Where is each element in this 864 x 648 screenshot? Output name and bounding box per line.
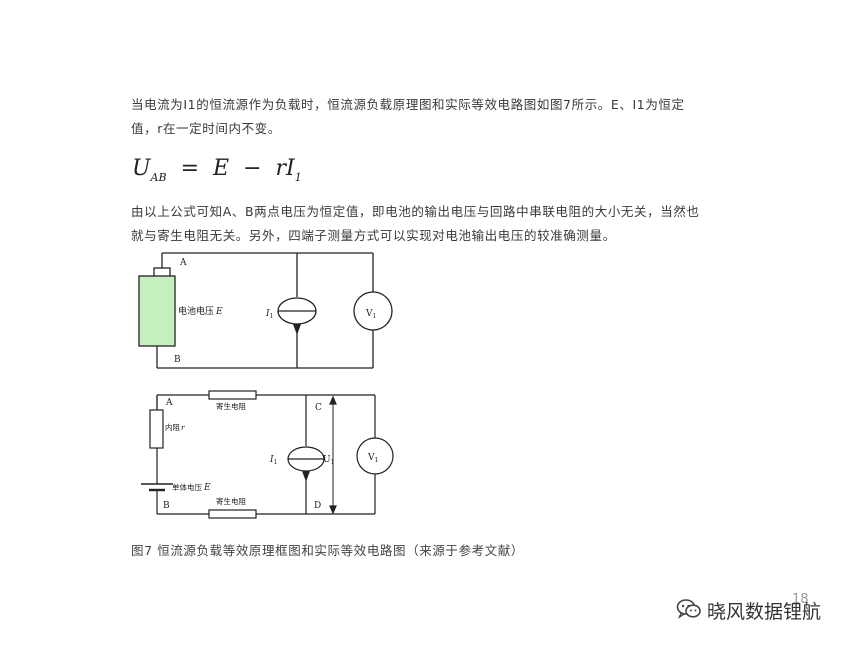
formula-uab: UAB = E − rI1: [132, 156, 302, 184]
battery-body: [138, 275, 176, 347]
intro-line-2: 值，r在一定时间内不变。: [131, 121, 281, 136]
internal-resistor-label: 内阻r: [165, 422, 185, 432]
conclusion-paragraph: 由以上公式可知A、B两点电压为恒定值，即电池的输出电压与回路中串联电阻的大小无关…: [131, 200, 741, 248]
parasitic-label-top: 寄生电阻: [216, 401, 246, 411]
formula-u-sub: AB: [150, 171, 167, 184]
bottom-label-b: B: [163, 501, 170, 511]
figure-caption: 图7 恒流源负载等效原理框图和实际等效电路图（来源于参考文献）: [131, 543, 525, 558]
formula-i-sub: 1: [294, 171, 302, 184]
page-number: 18: [792, 592, 809, 607]
intro-line-1: 当电流为I1的恒流源作为负载时，恒流源负载原理图和实际等效电路图如图7所示。E、…: [131, 97, 685, 112]
bottom-label-d: D: [314, 501, 321, 511]
formula-eq: =: [180, 156, 200, 181]
top-label-a: A: [179, 258, 187, 268]
bottom-voltmeter: [356, 437, 394, 475]
bottom-voltage-label: U1: [323, 455, 334, 466]
diagram-bottom: [141, 390, 394, 519]
parasitic-label-bottom: 寄生电阻: [216, 496, 246, 506]
top-label-b: B: [174, 355, 181, 365]
top-source-label: I1: [265, 309, 273, 320]
intro-paragraph: 当电流为I1的恒流源作为负载时，恒流源负载原理图和实际等效电路图如图7所示。E、…: [131, 93, 741, 141]
conclusion-line-2: 就与寄生电阻无关。另外，四端子测量方式可以实现对电池输出电压的较准确测量。: [131, 228, 616, 243]
voltmeter: [353, 291, 393, 331]
bottom-meter-label: V1: [367, 453, 378, 464]
conclusion-line-1: 由以上公式可知A、B两点电压为恒定值，即电池的输出电压与回路中串联电阻的大小无关…: [131, 204, 700, 219]
formula-minus: −: [243, 156, 262, 181]
internal-resistor: [149, 409, 164, 449]
diagram-top: [138, 252, 393, 369]
wechat-logo-icon: [676, 599, 701, 619]
formula-ri: rI: [275, 156, 295, 181]
watermark-text: 晓风数据锂航: [707, 601, 822, 623]
formula-u: U: [132, 156, 151, 181]
top-meter-label: V1: [365, 309, 376, 320]
bottom-label-a: A: [165, 398, 173, 408]
parasitic-resistor-top: [208, 390, 257, 400]
bottom-label-c: C: [315, 403, 322, 413]
bottom-source-label: I1: [269, 455, 277, 466]
parasitic-resistor-bottom: [208, 509, 257, 519]
formula-e: E: [213, 156, 230, 181]
